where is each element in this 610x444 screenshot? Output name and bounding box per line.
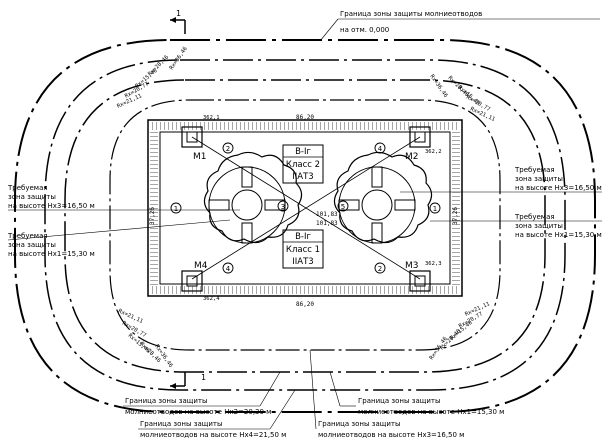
corner-label-bl-1: Rx=21,11	[117, 308, 144, 325]
room-2-group: IIАТ3	[292, 257, 313, 267]
section-marker-bottom: 1	[170, 372, 206, 389]
rz-right1-l2: зона защиты	[515, 175, 563, 183]
section-marker-top: 1	[170, 9, 186, 34]
corner-label-tl-1: Rx=36,46	[169, 46, 189, 71]
dim-left: 37,26	[149, 207, 156, 225]
dim-corner-tr: 362,2	[425, 149, 442, 155]
required-zone-label-right-2: Требуемая зона защиты на высоте Нх1=15,3…	[430, 213, 602, 239]
dim-corner-tl: 362,1	[203, 115, 220, 121]
building-rail-right	[452, 130, 460, 286]
circle-marker-6: 1	[433, 205, 437, 213]
rz-left1-l3: на высоте Нх3=16,50 м	[8, 202, 95, 210]
room-2-class: Класс 1	[286, 245, 320, 255]
circle-marker-3: 4	[226, 265, 231, 273]
tank-left	[203, 151, 303, 244]
mast-m4-label: M4	[194, 261, 208, 271]
bl-hx4-l2: молниеотводов на высоте Нх4=21,50 м	[140, 431, 286, 439]
corner-labels-br: Rx=21,11 Rx=20,77 Rx=15,46 Rx=28,46 Rx=3…	[429, 301, 491, 361]
dim-right: 37,26	[452, 207, 459, 225]
bl-hx2-l1: Граница зоны защиты	[125, 397, 208, 405]
rz-left2-l1: Требуемая	[7, 232, 48, 240]
required-zone-label-right-1: Требуемая зона защиты на высоте Нх3=16,5…	[400, 166, 602, 193]
dim-corner-bl: 362,4	[203, 296, 220, 302]
building-outer-wall	[147, 119, 463, 297]
bottom-label-hx1: Граница зоны защиты молниеотводов на выс…	[329, 371, 504, 416]
mast-m2-label: M2	[405, 152, 419, 162]
top-boundary-line1: Граница зоны защиты молниеотводов	[340, 10, 482, 18]
room-1-class: Класс 2	[286, 160, 320, 170]
bottom-label-hx3: Граница зоны защиты молниеотводов на выс…	[309, 349, 464, 439]
section-marker-top-label: 1	[176, 9, 181, 18]
room-class-box-1: В-Iг Класс 2 IIАТ3	[282, 144, 324, 184]
rz-left2-l2: зона защиты	[8, 241, 56, 249]
dim-bottom: 86,20	[296, 301, 314, 308]
rz-right2-l2: зона защиты	[515, 222, 563, 230]
building-rail-left	[150, 130, 158, 286]
mast-m3-label: M3	[405, 261, 419, 271]
circle-marker-2: 4	[378, 145, 383, 153]
outer-boundary-line	[14, 39, 596, 413]
room-1-group: IIАТ3	[292, 172, 313, 182]
section-marker-bottom-label: 1	[201, 373, 206, 382]
diagonal-dim-line-2	[191, 136, 421, 280]
building-rail-bottom	[150, 286, 460, 294]
boundary-hx3-line	[109, 99, 501, 351]
bl-hx3-l1: Граница зоны защиты	[318, 420, 401, 428]
rz-left1-l1: Требуемая	[7, 184, 48, 192]
mast-m1: M1	[181, 126, 207, 162]
rz-left2-l3: на высоте Нх1=15,30 м	[8, 250, 95, 258]
dim-diag-2: 101,83	[316, 220, 338, 227]
top-boundary-label: Граница зоны защиты молниеотводов на отм…	[319, 10, 600, 42]
corner-label-tr-1: Rx=36,46	[428, 74, 448, 99]
required-zone-label-left-2: Требуемая зона защиты на высоте Нх1=15,3…	[7, 219, 231, 258]
rz-left1-l2: зона защиты	[8, 193, 56, 201]
mast-m1-label: M1	[193, 152, 207, 162]
rz-right2-l3: на высоте Нх1=15,30 м	[515, 231, 602, 239]
rz-right2-l1: Требуемая	[514, 213, 555, 221]
rz-right1-l1: Требуемая	[514, 166, 555, 174]
bottom-label-hx4: Граница зоны защиты молниеотводов на выс…	[138, 389, 296, 439]
circle-marker-5: 1	[174, 205, 178, 213]
corner-labels-bl: Rx=21,11 Rx=20,77 Rx=15,46 Rx=28,46 Rx=3…	[117, 308, 173, 368]
building-rail-top	[150, 122, 460, 130]
boundary-hx2-line	[44, 59, 566, 391]
mast-m2: M2	[405, 126, 431, 162]
dim-corner-br: 362,3	[425, 261, 442, 267]
circle-marker-group: 2 4 4 2 1 1 3 5	[170, 142, 441, 274]
top-boundary-line2: на отм. 0,000	[340, 26, 389, 34]
room-class-box-2: В-Iг Класс 1 IIАТ3	[282, 229, 324, 269]
bl-hx1-l1: Граница зоны защиты	[358, 397, 441, 405]
bl-hx4-l1: Граница зоны защиты	[140, 420, 223, 428]
boundary-hx4-line	[64, 79, 546, 373]
circle-marker-7: 3	[281, 203, 285, 211]
room-1-zone: В-Iг	[295, 147, 311, 157]
rz-right1-l3: на высоте Нх3=16,50 м	[515, 184, 602, 192]
dim-top: 86,20	[296, 114, 314, 121]
bottom-label-hx2: Граница зоны защиты молниеотводов на выс…	[123, 371, 281, 416]
corner-labels-tr: Rx=36,46 Rx=28,46 Rx=15,46 Rx=20,77 Rx=2…	[428, 74, 495, 123]
corner-labels-tl: Rx=36,46 Rx=28,46 Rx=15,46 Rx=20,77 Rx=2…	[116, 46, 189, 110]
bl-hx2-l2: молниеотводов на высоте Нх2=20,30 м	[125, 408, 271, 416]
mast-m4: M4	[181, 261, 208, 292]
dim-diag-1: 101,83	[316, 211, 338, 218]
tank-right	[333, 151, 433, 244]
circle-marker-8: 5	[341, 203, 345, 211]
bl-hx3-l2: молниеотводов на высоте Нх3=16,50 м	[318, 431, 464, 439]
room-2-zone: В-Iг	[295, 232, 311, 242]
circle-marker-1: 2	[226, 145, 230, 153]
mast-m3: M3	[405, 261, 431, 292]
bl-hx1-l2: молниеотводов на высоте Нх1=15,30 м	[358, 408, 504, 416]
required-zone-label-left-1: Требуемая зона защиты на высоте Нх3=16,5…	[7, 184, 240, 211]
building-inner-wall	[159, 131, 451, 285]
circle-marker-4: 2	[378, 265, 382, 273]
